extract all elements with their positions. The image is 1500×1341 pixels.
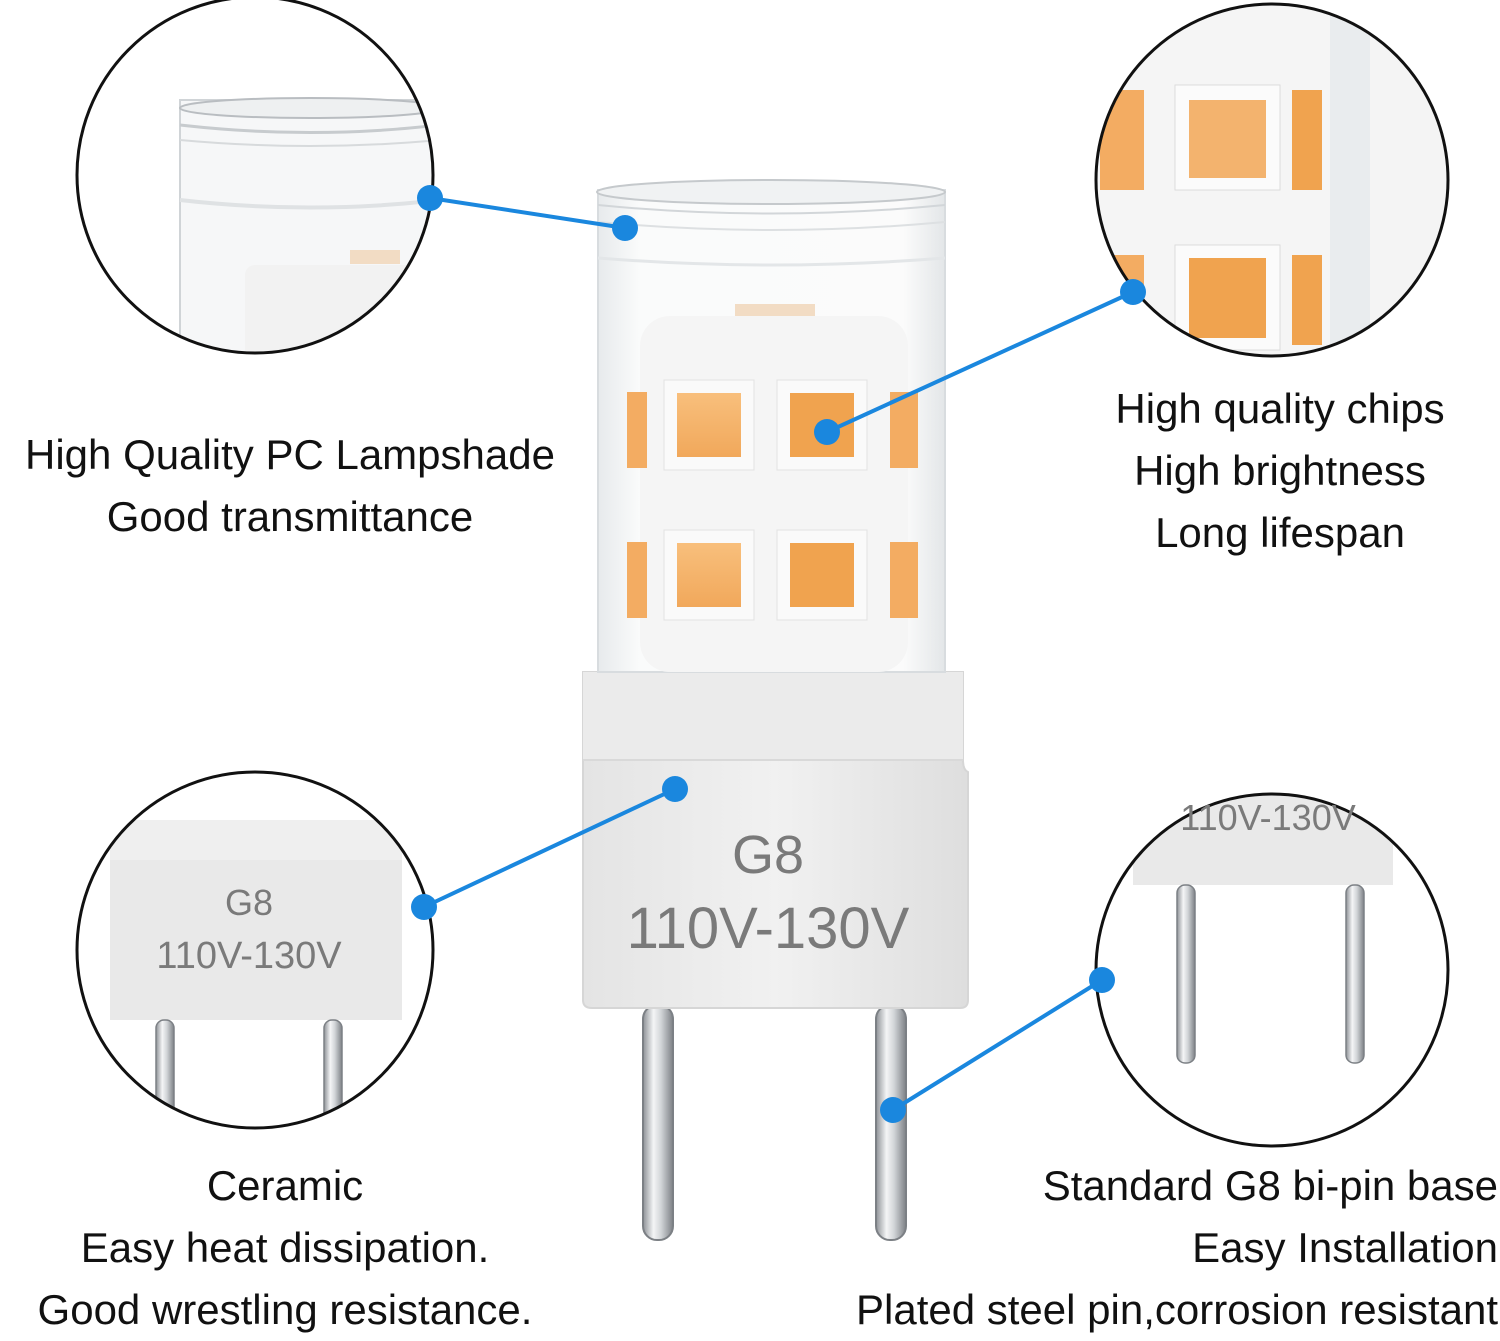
caption-base-line-3: Plated steel pin,corrosion resistant (856, 1286, 1498, 1333)
led-chips (627, 379, 918, 621)
bulb-base-code: G8 (732, 825, 804, 885)
caption-lampshade-line-2: Good transmittance (106, 493, 474, 540)
zoom-base-code: G8 (225, 882, 273, 923)
main-bulb: G8 110V-130V (582, 179, 969, 1241)
caption-chips: High quality chips High brightness Long … (1090, 378, 1470, 564)
zoom-pins: 110V-130V (1094, 792, 1450, 1148)
caption-ceramic: Ceramic Easy heat dissipation. Good wres… (0, 1155, 570, 1341)
zoom-voltage: 110V-130V (156, 935, 342, 977)
zoom-ceramic: G8 110V-130V (75, 770, 435, 1130)
caption-chips-line-1: High quality chips (1115, 385, 1445, 432)
caption-base: Standard G8 bi-pin base Easy Installatio… (780, 1155, 1498, 1341)
bulb-voltage: 110V-130V (627, 896, 910, 961)
caption-chips-line-2: High brightness (1134, 447, 1426, 494)
zoom-chips (1094, 2, 1450, 358)
caption-lampshade-line-1: High Quality PC Lampshade (25, 431, 555, 478)
caption-ceramic-line-2: Easy heat dissipation. (80, 1224, 490, 1271)
caption-chips-line-3: Long lifespan (1155, 509, 1405, 556)
caption-ceramic-line-3: Good wrestling resistance. (37, 1286, 533, 1333)
caption-ceramic-line-1: Ceramic (206, 1162, 364, 1209)
zoom-lampshade (75, 0, 435, 355)
callout-lampshade-pointer (417, 185, 638, 241)
caption-base-line-1: Standard G8 bi-pin base (1042, 1162, 1498, 1209)
callout-chips-pointer (814, 279, 1146, 445)
callout-base-pointer (880, 967, 1115, 1123)
callout-ceramic-pointer (411, 776, 688, 920)
ceramic-base (582, 671, 969, 1009)
caption-lampshade: High Quality PC Lampshade Good transmitt… (0, 424, 580, 548)
zoom-pins-voltage: 110V-130V (1180, 797, 1355, 838)
caption-base-line-2: Easy Installation (1192, 1224, 1498, 1271)
